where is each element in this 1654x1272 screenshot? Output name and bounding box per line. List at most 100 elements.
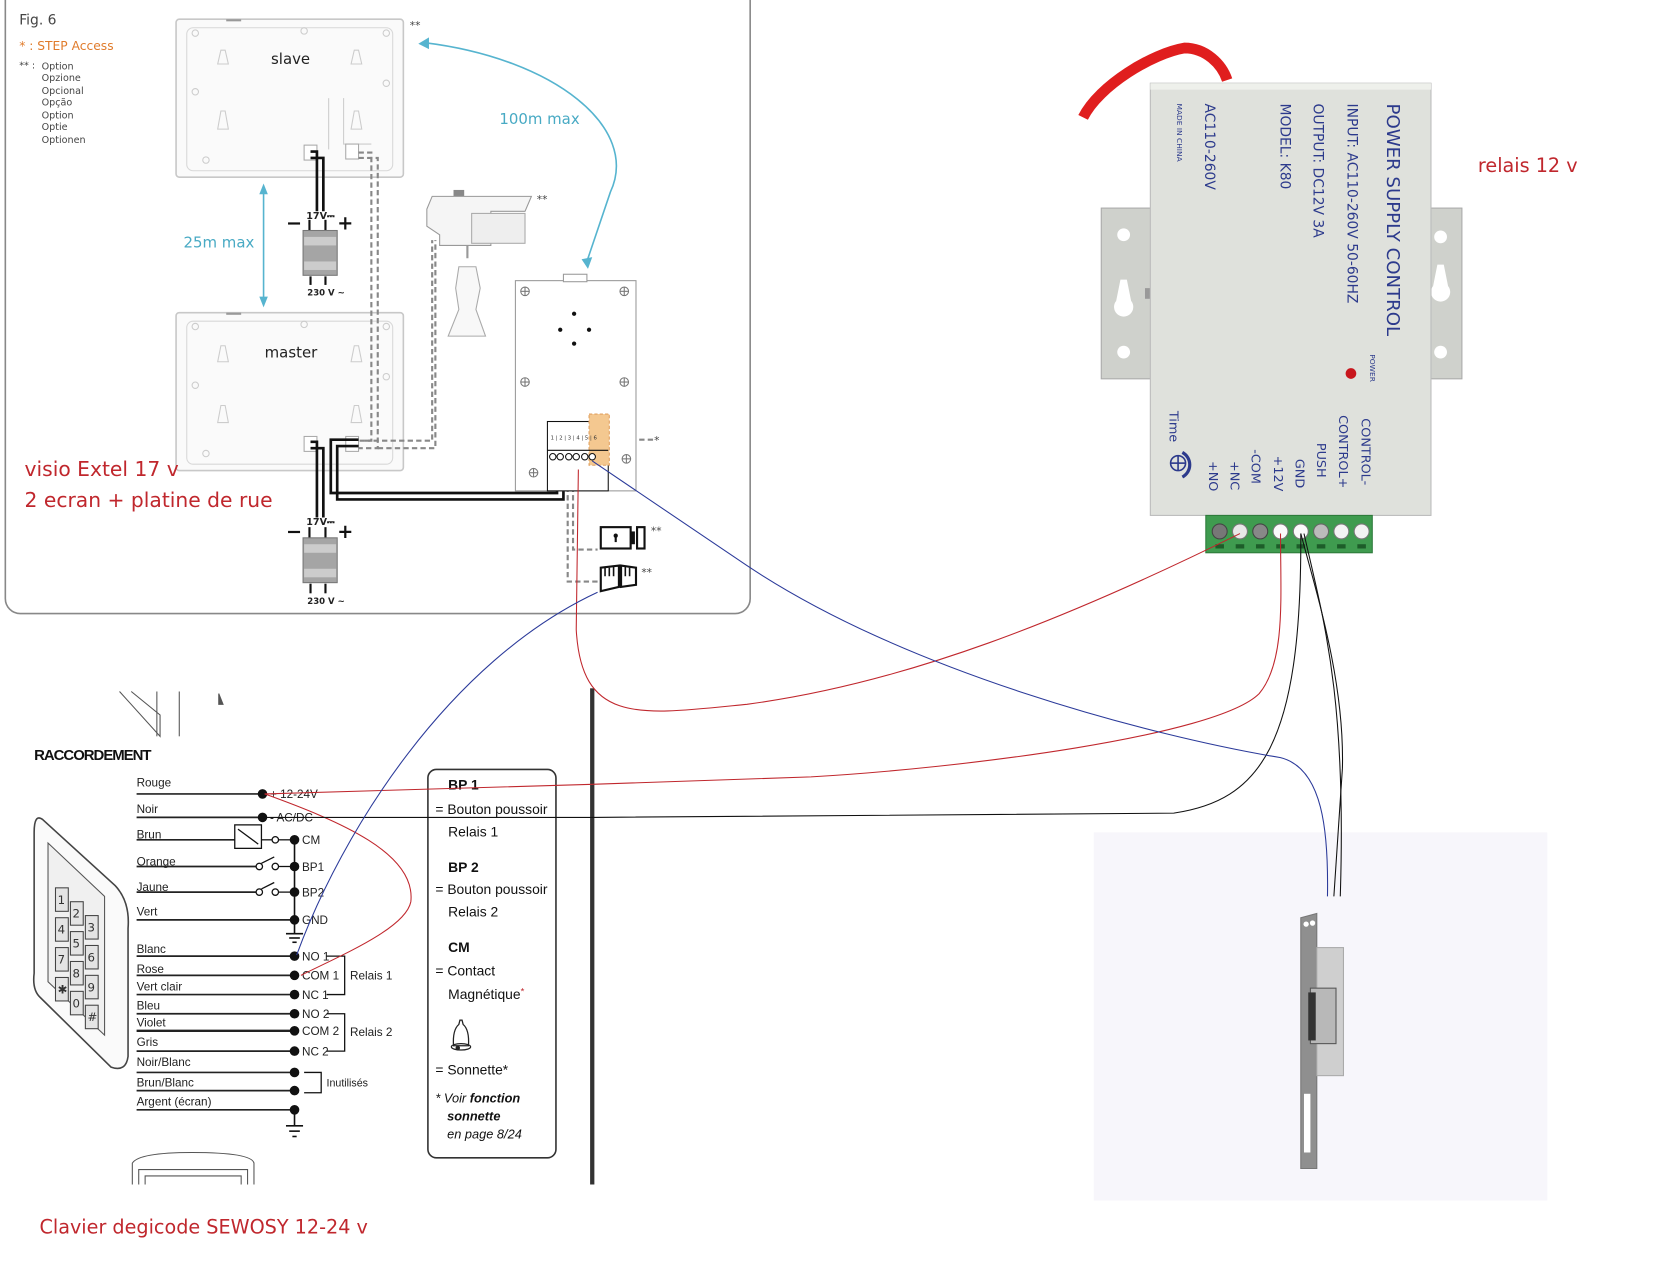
wire-color-label: Orange [137,855,176,868]
speaker-dot [571,311,577,316]
slave-power-supply: 17V⎓ − + 230 V ~ [286,150,353,299]
bell-icon [450,1019,472,1051]
keypad-wire-row: Brun/Blanc [136,1076,300,1096]
legend-note-page: en page 8/24 [447,1127,522,1142]
keypad-key-label: 1 [58,893,65,907]
option-dashed-wires [358,151,657,583]
legend-note: * Voir fonction [435,1090,520,1105]
door-lock-icon: ** [599,525,662,550]
keypad-key-label: 9 [88,980,95,994]
terminal-dot [257,812,268,823]
psu-output-spec: OUTPUT: DC12V 3A [1310,104,1326,239]
legend-option: Opcional [42,86,84,97]
wire-color-label: Gris [137,1036,159,1049]
keypad-key [54,887,69,912]
wire-color-label: Rose [137,963,164,976]
terminal-label: COM 1 [302,970,339,983]
keypad-key [54,976,69,1002]
psu-plus: + [337,211,353,234]
keypad-key [69,960,84,986]
legend-bp2-desc: = Bouton poussoir [435,881,547,897]
camera-icon: ** [426,189,548,337]
psu-terminal-label: -COM [1248,449,1263,484]
keypad-key-label: 8 [73,966,80,980]
terminal-label: NC 2 [302,1045,329,1058]
legend-bp2-relay: Relais 2 [448,904,498,920]
wire-color-label: Noir [137,803,159,816]
keypad-wire-row: Noir- AC/DC [136,803,313,825]
terminal-dot [289,1085,300,1096]
electric-strike-lock [1093,832,1548,1201]
psu-ac-range: AC110-260V [1201,104,1217,191]
slave-label: slave [271,50,310,68]
pushbutton-symbol [255,856,291,871]
keypad-wire-row: Orange BP1 [136,855,324,874]
keypad-key [54,947,69,972]
wire-color-label: Brun [137,829,162,842]
psu-terminal-label: GND [1291,459,1306,488]
distance-arrow-25m: 25m max [184,183,268,308]
legend-double-star: ** : [19,60,35,71]
legend-option: Option [42,110,74,121]
terminal-dot [289,1026,300,1036]
terminal-dot [289,970,300,981]
psu-input-spec: INPUT: AC110-260V 50-60HZ [1344,104,1360,304]
distance-label-100m: 100m max [499,110,579,128]
legend-star: * : STEP Access [19,39,113,53]
intercom-annotation-line1: visio Extel 17 v [25,457,179,481]
terminal-label: BP1 [302,861,324,874]
psu-minus: − [286,211,302,234]
keypad-wire-row: Rouge+ 12-24V [136,776,318,801]
ground-icon [285,919,304,944]
psu-housing [1149,82,1432,516]
psu-title: POWER SUPPLY CONTROL [1382,104,1403,337]
psu-time-label: Time [1166,410,1181,442]
option-marker: ** [537,193,548,206]
psu-made-in: MADE IN CHINA [1175,104,1184,163]
terminal-label: NC 1 [302,989,329,1002]
legend-option: Option [42,61,74,72]
magnetic-contact-symbol [234,824,291,849]
legend-cm-desc: = Contact [435,962,495,978]
psu-minus: − [286,520,302,543]
psu-terminal-label: +NO [1205,461,1220,491]
wire-red-keypad-com1-loop [264,793,412,976]
wire-black-psu-to-strike [1300,533,1344,897]
master-power-supply: 17V⎓ − + 230 V ~ [286,440,353,607]
wire-color-label: Noir/Blanc [137,1056,191,1069]
legend-cm-title: CM [448,939,470,955]
keypad-key-label: # [88,1010,98,1024]
keypad-bottom-view [131,1151,255,1185]
pushbutton-symbol [255,881,291,896]
legend-bp2-title: BP 2 [448,859,479,875]
terminal-label: COM 2 [302,1025,339,1038]
legend-bp1-desc: = Bouton poussoir [435,801,547,817]
door-station: 1 | 2 | 3 | 4 | 5 | 6 * [514,273,660,492]
slave-monitor: slave ** [175,18,421,178]
keypad-annotation: Clavier degicode SEWOSY 12-24 v [39,1216,367,1239]
psu-power-label: POWER [1368,354,1377,382]
keypad-key-label: 3 [88,921,95,935]
psu-terminal-label: +NC [1226,461,1241,490]
psu-terminal-label: CONTROL+ [1335,415,1350,488]
option-marker: ** [651,525,662,538]
intercom-panel: Fig. 6 * : STEP Access ** : Option Opzio… [4,0,751,615]
master-monitor: master [175,311,405,472]
wire-color-label: Blanc [137,943,166,956]
separator-bar [590,688,595,1185]
psu-terminal-label: CONTROL- [1358,418,1373,485]
wire-color-label: Vert [137,906,159,919]
keypad-wire-row: Noir/Blanc [136,1056,300,1078]
terminal-label: CM [302,834,320,847]
legend-option: Opzione [42,73,81,84]
psu-voltage-top: 17V⎓ [306,517,335,528]
keypad-key [69,901,84,926]
psu-terminal-label: PUSH [1313,443,1328,478]
ground-icon [285,1109,304,1138]
access-marker: * [654,434,660,447]
